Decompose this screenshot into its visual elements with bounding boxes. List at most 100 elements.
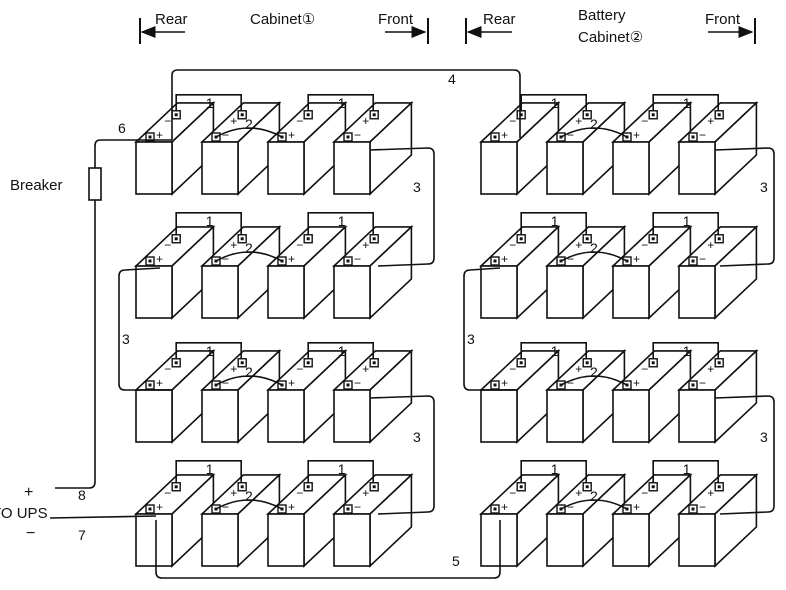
battery-terminal-front-core (691, 383, 695, 387)
battery-front (267, 265, 305, 319)
battery-front (612, 141, 650, 195)
battery (478, 473, 561, 568)
battery-terminal-rear-core (519, 113, 523, 117)
terminal-polarity: + (575, 114, 582, 128)
battery-terminal-front-core (691, 507, 695, 511)
battery-front (480, 513, 518, 567)
breaker-label: Breaker (10, 177, 63, 194)
battery-terminal-rear-core (717, 361, 721, 365)
battery-front (201, 513, 239, 567)
battery (676, 225, 759, 320)
battery-terminal-rear-core (372, 361, 376, 365)
battery (544, 101, 627, 196)
terminal-polarity: + (707, 486, 714, 500)
jumper-cable-1 (520, 93, 587, 111)
ups-minus-sign: − (26, 525, 35, 542)
jumper-cable-2 (560, 127, 628, 138)
jumper-cable-1 (175, 459, 242, 483)
battery-terminal-rear-core (306, 361, 310, 365)
terminal-polarity: + (362, 238, 369, 252)
battery (478, 349, 561, 444)
breaker-symbol (88, 167, 102, 201)
battery (331, 349, 414, 444)
terminal-polarity: + (707, 362, 714, 376)
jumper-cable-1 (175, 211, 242, 235)
ups-plus-sign: + (24, 484, 33, 501)
terminal-polarity: − (354, 252, 361, 266)
terminal-polarity: − (641, 238, 648, 252)
battery-terminal-front-core (346, 507, 350, 511)
cab2-rear-label: Rear (483, 11, 516, 28)
jumper-cable-2 (215, 499, 283, 510)
jumper-cable-1 (175, 93, 242, 111)
battery-front (135, 265, 173, 319)
jumper-cable-1 (652, 93, 719, 111)
terminal-polarity: + (288, 128, 295, 142)
terminal-polarity: − (222, 252, 229, 266)
terminal-polarity: + (633, 376, 640, 390)
battery-terminal-rear-core (651, 485, 655, 489)
jumper-label-1: 1 (206, 461, 214, 477)
battery-terminal-rear-core (240, 485, 244, 489)
terminal-polarity: + (501, 500, 508, 514)
battery-terminal-front-core (691, 135, 695, 139)
cable-3-label-cab1-top: 3 (413, 179, 421, 195)
cable-3-label-cab1-mid: 3 (122, 331, 130, 347)
cable-labels: 4 6 3 3 3 3 3 3 5 8 7 (78, 71, 768, 569)
battery-front (546, 265, 584, 319)
cabinet-2-vertical-cables (463, 147, 775, 515)
battery-terminal-rear-core (585, 113, 589, 117)
jumper-label-2: 2 (590, 240, 598, 256)
battery-terminal-front-core (148, 507, 152, 511)
terminal-polarity: − (567, 128, 574, 142)
cab1-title: Cabinet① (250, 11, 315, 28)
jumper-cable-2 (215, 127, 283, 138)
battery-front (201, 265, 239, 319)
terminal-polarity: − (164, 114, 171, 128)
jumper-cable-1 (520, 211, 587, 235)
battery-front (267, 389, 305, 443)
terminal-polarity: − (296, 486, 303, 500)
terminal-polarity: + (707, 238, 714, 252)
battery-terminal-rear-core (240, 361, 244, 365)
cable-3-label-cab2-top: 3 (760, 179, 768, 195)
terminal-polarity: − (296, 114, 303, 128)
terminal-polarity: − (567, 376, 574, 390)
battery-terminal-rear-core (519, 485, 523, 489)
terminal-polarity: + (575, 486, 582, 500)
battery-front (333, 513, 371, 567)
cable-3-label-cab1-bottom: 3 (413, 429, 421, 445)
terminal-polarity: + (230, 486, 237, 500)
terminal-polarity: + (362, 114, 369, 128)
battery (133, 473, 216, 568)
battery (265, 101, 348, 196)
terminal-polarity: + (230, 238, 237, 252)
to-ups-label: TO UPS (0, 505, 48, 522)
battery (331, 101, 414, 196)
cab1-rear-label: Rear (155, 11, 188, 28)
cable-5-label: 5 (452, 553, 460, 569)
terminal-polarity: − (164, 362, 171, 376)
battery-terminal-rear-core (174, 113, 178, 117)
jumper-cable-2 (560, 499, 628, 510)
terminal-polarity: − (164, 486, 171, 500)
battery-terminal-front-core (691, 259, 695, 263)
battery (133, 225, 216, 320)
battery-terminal-front-core (493, 507, 497, 511)
battery-front (612, 265, 650, 319)
cab2-title-line1: Battery (578, 7, 626, 24)
cab2-title-line2: Cabinet② (578, 29, 643, 46)
battery-terminal-front-core (148, 259, 152, 263)
terminal-polarity: − (699, 128, 706, 142)
battery-terminal-rear-core (651, 113, 655, 117)
battery-front (333, 389, 371, 443)
battery-front (480, 265, 518, 319)
terminal-polarity: − (567, 500, 574, 514)
battery (199, 349, 282, 444)
cab1-front-label: Front (378, 11, 414, 28)
battery (331, 473, 414, 568)
